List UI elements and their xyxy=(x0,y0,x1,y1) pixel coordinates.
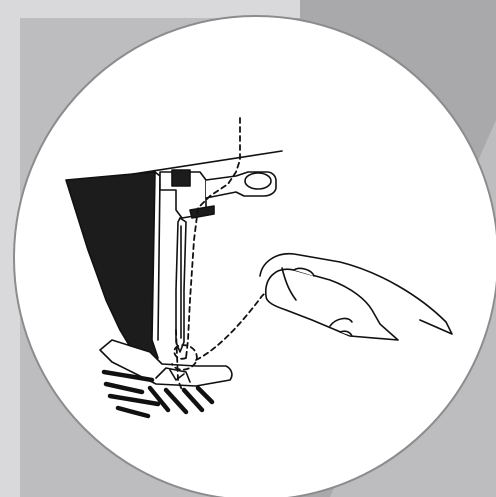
illustration-circle xyxy=(14,16,496,497)
thread-guide-cap xyxy=(245,173,271,189)
clamp-screw xyxy=(172,170,190,186)
